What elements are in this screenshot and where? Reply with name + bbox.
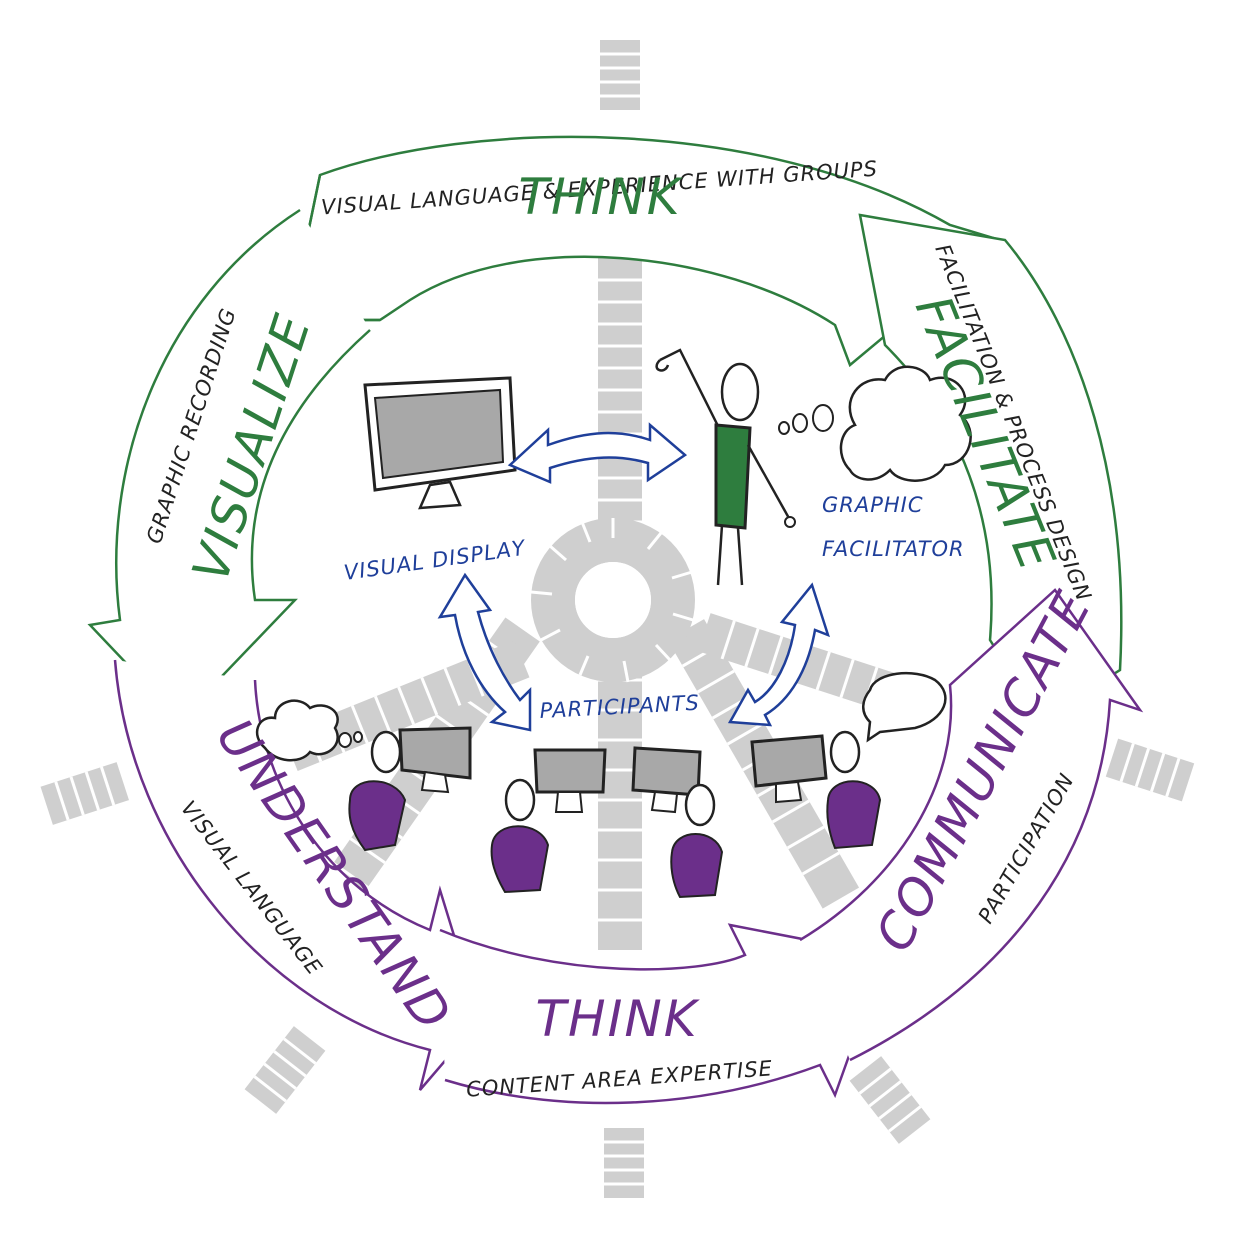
spoke-top-inner: [598, 258, 642, 548]
participant-icon: [490, 778, 550, 894]
hub-ring: [530, 518, 695, 683]
participant-icon: [348, 730, 407, 852]
participant-monitor-4: [750, 734, 828, 804]
bottom-arrow-title: THINK: [535, 990, 700, 1048]
spoke-top-outer: [600, 40, 640, 110]
spoke-right-outer: [1105, 738, 1195, 802]
thought-cloud-icon: [778, 365, 972, 482]
spoke-lower-left-outer: [244, 1026, 326, 1114]
facilitator-figure-icon: [655, 348, 796, 586]
spoke-left-outer: [40, 762, 129, 825]
bottom-arrow: [439, 923, 887, 1105]
facilitator-label: FACILITATOR: [822, 537, 965, 561]
spoke-bottom: [598, 650, 644, 1198]
visual-display-label: VISUAL DISPLAY: [342, 536, 528, 585]
participant-monitors: [398, 726, 828, 814]
participant-monitor-1: [398, 726, 472, 794]
lower-right-arrow: [799, 588, 1144, 1062]
arrow-facilitator-participants-icon: [727, 582, 830, 727]
participant-monitor-3: [631, 746, 702, 814]
participant-icon: [826, 730, 882, 850]
arrow-display-participants-icon: [437, 572, 532, 732]
double-arrow-icon: [507, 422, 688, 484]
top-arrow-title: THINK: [518, 168, 683, 226]
participants: [348, 730, 882, 899]
participants-label: PARTICIPANTS: [539, 691, 700, 723]
monitor-icon: [363, 376, 517, 510]
left-arrow: [87, 208, 371, 722]
thought-cloud-icon: [255, 699, 363, 762]
participant-icon: [670, 783, 724, 899]
graphic-label: GRAPHIC: [822, 493, 924, 517]
lower-left-arrow: [113, 659, 482, 1091]
speech-bubble-icon: [862, 671, 947, 743]
participant-monitor-2: [533, 748, 607, 813]
spoke-lower-right-outer: [849, 1056, 931, 1144]
